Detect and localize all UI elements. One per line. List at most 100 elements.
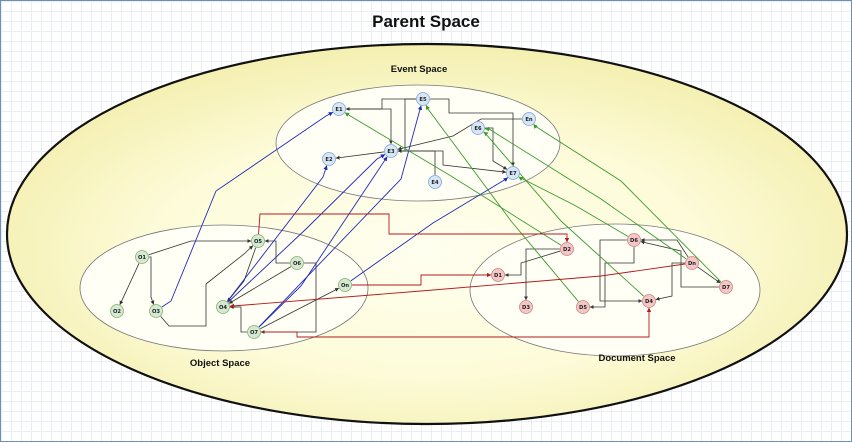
edge-e5-e3[interactable]	[397, 98, 416, 153]
node-o1-label: O1	[138, 255, 146, 261]
node-d7-label: D7	[722, 285, 730, 291]
edge-o5-d2[interactable]	[258, 213, 570, 243]
document-space-label: Document Space	[598, 353, 675, 364]
node-d3-label: D3	[522, 305, 530, 311]
edge-on-e7[interactable]	[350, 177, 508, 282]
node-e7-circle	[506, 166, 520, 180]
edge-e3-e2[interactable]	[335, 151, 385, 160]
node-o7-label: O7	[250, 330, 258, 336]
node-en-circle	[522, 112, 536, 126]
edge-o3-o5[interactable]	[160, 245, 254, 327]
node-o2-circle	[110, 304, 124, 318]
node-e5-circle	[416, 92, 430, 106]
node-dn-label: Dn	[688, 261, 696, 267]
node-d5[interactable]: D5	[576, 300, 590, 314]
node-o7-circle	[247, 325, 261, 339]
node-e4[interactable]: E4	[428, 175, 442, 189]
edge-o6-o4[interactable]	[228, 266, 292, 304]
edge-dn-e6[interactable]	[484, 126, 687, 260]
edge-o7-d4[interactable]	[261, 307, 652, 338]
node-o5[interactable]: O5	[251, 234, 265, 248]
node-e3-label: E3	[387, 149, 395, 155]
edge-o4-e3[interactable]	[227, 154, 386, 303]
edge-d6-e7[interactable]	[518, 176, 629, 237]
node-d7[interactable]: D7	[719, 280, 733, 294]
node-o7[interactable]: O7	[247, 325, 261, 339]
edge-e1-e3[interactable]	[346, 108, 393, 145]
edge-o1-o5[interactable]	[148, 239, 252, 256]
edge-dn-o4[interactable]	[229, 263, 686, 309]
node-e2-label: E2	[325, 157, 333, 163]
node-o4-circle	[216, 300, 230, 314]
node-e5[interactable]: E5	[416, 92, 430, 106]
node-en[interactable]: En	[522, 112, 536, 126]
edge-d7-en[interactable]	[533, 124, 722, 283]
edge-o7-o4[interactable]	[229, 305, 247, 333]
object-space-ellipse	[79, 224, 369, 352]
edge-o6-o5[interactable]	[264, 239, 290, 264]
node-dn[interactable]: Dn	[685, 256, 699, 270]
node-d3-circle	[519, 300, 533, 314]
edge-d7-d6[interactable]	[640, 240, 719, 288]
node-o3-circle	[149, 304, 163, 318]
node-e3[interactable]: E3	[384, 144, 398, 158]
edge-d6-d4[interactable]	[599, 239, 643, 303]
node-o6[interactable]: O6	[290, 256, 304, 270]
node-d1[interactable]: D1	[491, 268, 505, 282]
node-d5-circle	[576, 300, 590, 314]
node-e4-label: E4	[431, 180, 439, 186]
node-e6-label: E6	[474, 126, 482, 132]
node-o2-label: O2	[113, 309, 121, 315]
node-d6-circle	[627, 233, 641, 247]
node-o2[interactable]: O2	[110, 304, 124, 318]
node-d4-label: D4	[645, 299, 653, 305]
edge-o1-o2[interactable]	[119, 263, 140, 305]
node-d1-label: D1	[494, 273, 502, 279]
edge-d2-d3[interactable]	[524, 248, 560, 301]
node-d2[interactable]: D2	[560, 242, 574, 256]
edge-o3-e1[interactable]	[161, 111, 334, 308]
node-d7-circle	[719, 280, 733, 294]
node-o3[interactable]: O3	[149, 304, 163, 318]
edge-d6-d5[interactable]	[589, 247, 635, 309]
edge-on-d1[interactable]	[352, 272, 492, 286]
node-e1[interactable]: E1	[332, 102, 346, 116]
node-d6-label: D6	[630, 238, 638, 244]
node-en-label: En	[525, 117, 533, 123]
edge-dn-d4[interactable]	[655, 262, 685, 301]
edge-dn-d6[interactable]	[640, 238, 689, 258]
node-d6[interactable]: D6	[627, 233, 641, 247]
document-space-ellipse	[469, 223, 761, 357]
edge-o1-o3[interactable]	[149, 256, 155, 305]
node-o6-circle	[290, 256, 304, 270]
event-space-label: Event Space	[391, 64, 448, 75]
node-o5-label: O5	[254, 239, 262, 245]
edge-o7-on[interactable]	[260, 287, 340, 330]
edge-d5-e5[interactable]	[425, 104, 579, 302]
node-o5-circle	[251, 234, 265, 248]
node-e7[interactable]: E7	[506, 166, 520, 180]
edge-o4-e2[interactable]	[226, 165, 328, 302]
node-e2[interactable]: E2	[322, 152, 336, 166]
edge-e5-e7[interactable]	[430, 98, 515, 167]
node-o4[interactable]: O4	[216, 300, 230, 314]
edge-en-e3[interactable]	[397, 118, 522, 151]
node-e1-circle	[332, 102, 346, 116]
edge-dn-d7[interactable]	[697, 266, 721, 284]
node-o3-label: O3	[152, 309, 160, 315]
edges-layer	[119, 98, 722, 338]
edge-o7-e5[interactable]	[258, 105, 423, 328]
node-d5-label: D5	[579, 305, 587, 311]
node-d2-circle	[560, 242, 574, 256]
node-o1[interactable]: O1	[135, 250, 149, 264]
node-on[interactable]: On	[338, 278, 352, 292]
node-e6[interactable]: E6	[471, 121, 485, 135]
node-d4[interactable]: D4	[642, 294, 656, 308]
node-d3[interactable]: D3	[519, 300, 533, 314]
node-e7-label: E7	[509, 171, 517, 177]
edge-o7-e3[interactable]	[258, 156, 388, 328]
edge-d2-e1[interactable]	[344, 112, 562, 246]
